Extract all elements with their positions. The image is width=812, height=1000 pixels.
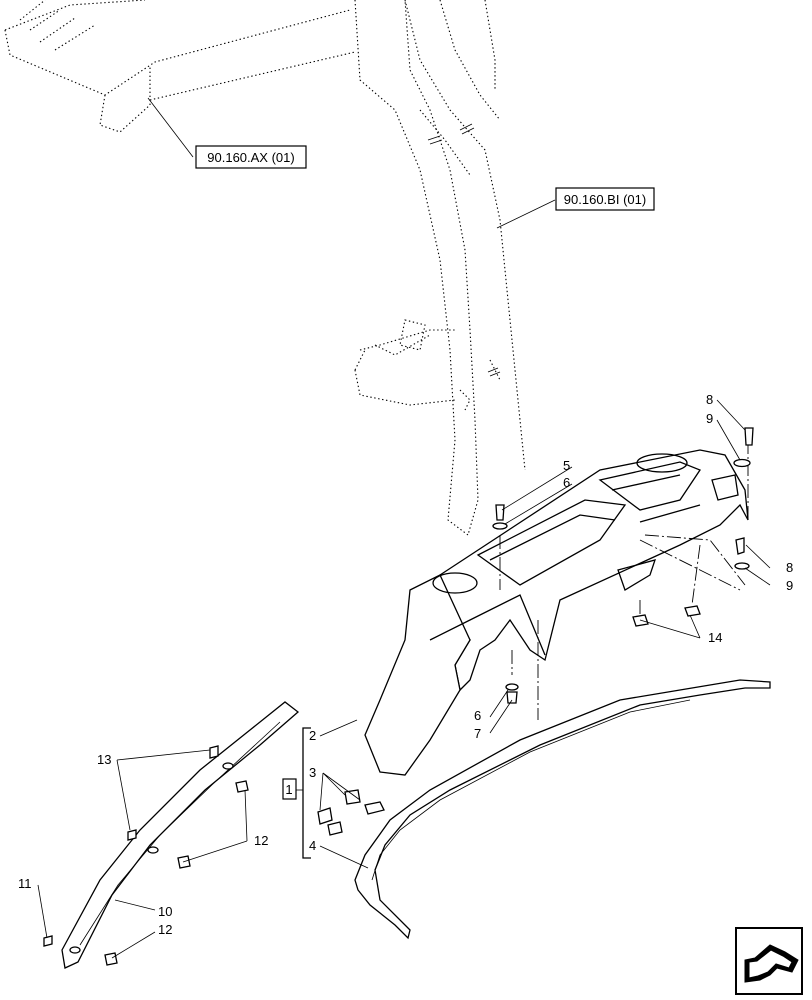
ghost-cab-beam [4,0,356,133]
reference-90-160-ax[interactable]: 90.160.AX (01) [147,97,307,169]
trim-strip-10 [61,701,300,969]
callout-11: 11 [18,876,32,891]
pads-3 [317,789,385,836]
callout-10: 10 [158,904,172,919]
clips-14 [632,605,701,627]
strip-fasteners [43,745,249,966]
callout-labels: 1 2 3 4 5 6 6 7 8 8 9 9 10 11 12 12 13 1… [18,392,793,937]
bolt-8-right [734,537,750,570]
callout-8-right: 8 [786,560,793,575]
callout-6-bottom: 6 [474,708,481,723]
reference-90-160-bi[interactable]: 90.160.BI (01) [496,187,655,229]
callout-6-top: 6 [563,475,570,490]
callout-4: 4 [309,838,316,853]
callout-8-top: 8 [706,392,713,407]
svg-text:90.160.AX (01): 90.160.AX (01) [207,150,294,165]
seal-strip-4 [354,679,771,940]
alignment-lines [499,440,749,720]
callout-7: 7 [474,726,481,741]
bolt-8-top [733,427,754,468]
next-page-arrow-icon[interactable] [735,927,803,995]
ghost-cab-pillar [354,0,526,536]
callout-3: 3 [309,765,316,780]
leader-lines [37,399,771,959]
console-housing [364,449,749,776]
bolt-5 [492,504,508,530]
callout-1: 1 [285,782,292,797]
callout-14: 14 [708,630,722,645]
callout-9-right: 9 [786,578,793,593]
callout-2: 2 [309,728,316,743]
callout-13: 13 [97,752,111,767]
callout-12-upper: 12 [254,833,268,848]
callout-5: 5 [563,458,570,473]
svg-text:90.160.BI (01): 90.160.BI (01) [564,192,646,207]
callout-12-lower: 12 [158,922,172,937]
callout-9-top: 9 [706,411,713,426]
ghost-pillar-bolts [427,123,501,377]
nut-6-7 [505,683,519,704]
group-1-box [282,778,297,800]
